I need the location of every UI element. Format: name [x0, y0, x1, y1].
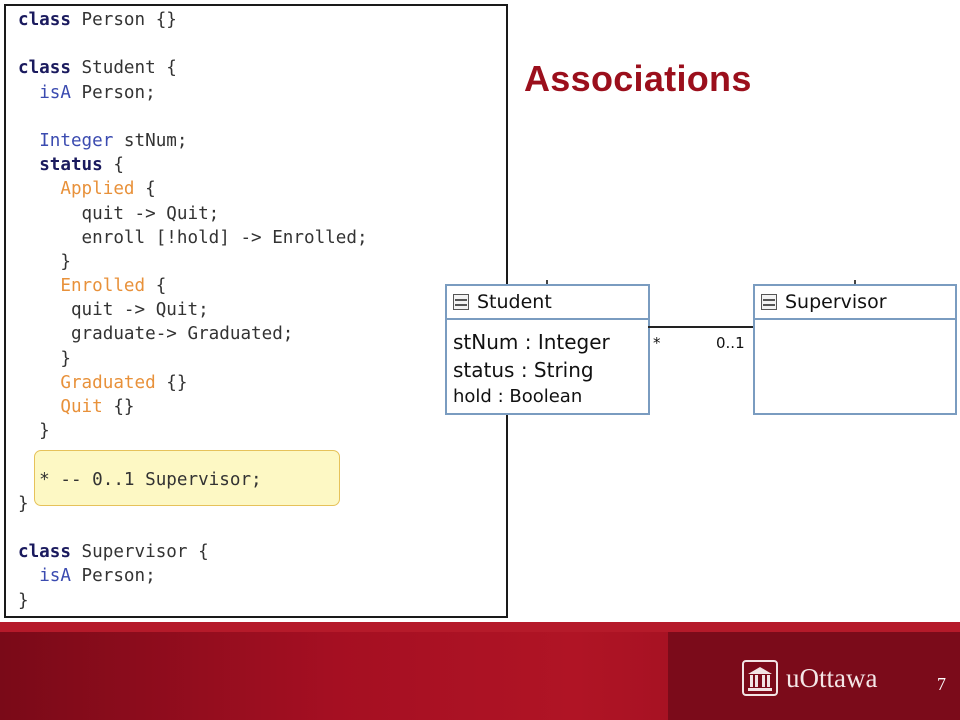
code-token: Student {	[70, 58, 177, 79]
code-token	[18, 131, 39, 151]
uml-class-student[interactable]: Student stNum : Integer status : String …	[445, 284, 650, 415]
code-token: Person {}	[70, 10, 177, 30]
code-line: class Person {}	[18, 8, 368, 32]
code-token: }	[18, 421, 50, 442]
code-token: stNum;	[113, 130, 188, 151]
class-icon	[761, 294, 777, 310]
footer-stripe	[0, 622, 960, 632]
code-line: * -- 0..1 Supervisor;	[18, 468, 368, 492]
code-token: isA	[39, 82, 71, 103]
university-building-icon	[742, 660, 778, 696]
code-panel: class Person {}class Student { isA Perso…	[4, 4, 508, 618]
multiplicity-supervisor-end: 0..1	[716, 334, 745, 352]
code-token: Graduated	[60, 372, 156, 393]
tick-mark	[854, 280, 856, 286]
code-line: isA Person;	[18, 564, 368, 588]
code-line: quit -> Quit;	[18, 298, 368, 322]
logo-text: uOttawa	[786, 662, 878, 693]
code-token: isA	[39, 566, 71, 587]
code-token: {	[102, 155, 124, 176]
code-line: }	[18, 250, 368, 274]
slide-title: Associations	[524, 58, 752, 99]
code-token: }	[18, 348, 71, 369]
code-line: Applied {	[18, 177, 368, 201]
code-token: * -- 0..1 Supervisor;	[18, 469, 262, 490]
code-line	[18, 32, 368, 56]
code-token: {	[134, 179, 156, 200]
code-line: isA Person;	[18, 81, 368, 105]
code-token	[18, 566, 39, 586]
code-line: }	[18, 589, 368, 613]
tick-mark	[546, 280, 548, 286]
uml-class-supervisor[interactable]: Supervisor	[753, 284, 957, 415]
code-line	[18, 516, 368, 540]
code-token	[18, 373, 60, 393]
code-line: }	[18, 419, 368, 443]
code-token: Applied	[60, 179, 135, 200]
uml-class-header: Student	[447, 286, 648, 320]
code-token: quit -> Quit;	[18, 300, 209, 321]
code-line	[18, 105, 368, 129]
code-line: class Student {	[18, 56, 368, 80]
page-number: 7	[937, 674, 946, 694]
code-token: {	[145, 276, 167, 297]
code-line: status {	[18, 153, 368, 177]
code-token: Supervisor {	[70, 542, 209, 563]
code-token: class	[18, 10, 71, 30]
code-token: enroll [!hold] -> Enrolled;	[18, 227, 368, 248]
code-line: quit -> Quit;	[18, 202, 368, 226]
code-token: Person;	[70, 82, 156, 103]
attribute-list: stNum : Integer status : String hold : B…	[447, 320, 648, 410]
code-token	[18, 397, 60, 417]
code-token: class	[18, 58, 71, 79]
code-token: quit -> Quit;	[18, 203, 220, 224]
code-token	[18, 155, 39, 175]
code-token: Person;	[70, 566, 156, 587]
code-token: }	[18, 590, 29, 611]
code-line: }	[18, 492, 368, 516]
code-line: Graduated {}	[18, 371, 368, 395]
multiplicity-student-end: *	[653, 334, 661, 352]
code-token: Quit	[60, 397, 103, 417]
code-line: Quit {}	[18, 395, 368, 419]
attribute: stNum : Integer	[453, 330, 610, 354]
code-token	[18, 83, 39, 103]
footer-logo-area	[668, 632, 960, 720]
attribute: status : String	[453, 358, 594, 382]
code-token	[18, 276, 60, 296]
class-icon	[453, 294, 469, 310]
attribute: hold : Boolean	[453, 386, 583, 407]
footer-bar	[0, 622, 960, 720]
code-token: status	[39, 155, 103, 176]
code-line: enroll [!hold] -> Enrolled;	[18, 226, 368, 250]
university-logo: uOttawa	[742, 660, 877, 696]
code-token: {}	[102, 397, 135, 417]
code-token: graduate-> Graduated;	[18, 324, 294, 345]
code-line: Integer stNum;	[18, 129, 368, 153]
code-line: }	[18, 347, 368, 371]
code-line	[18, 443, 368, 467]
code-token	[18, 179, 60, 199]
code-token: class	[18, 542, 71, 563]
code-line: class Supervisor {	[18, 540, 368, 564]
code-token: Enrolled	[60, 276, 146, 297]
code-line: graduate-> Graduated;	[18, 322, 368, 346]
uml-class-header: Supervisor	[755, 286, 955, 320]
code-token: Integer	[39, 130, 114, 151]
code-line: Enrolled {	[18, 274, 368, 298]
code-token: {}	[155, 372, 188, 393]
umple-code: class Person {}class Student { isA Perso…	[18, 8, 368, 613]
association-line[interactable]	[648, 326, 754, 328]
code-token: }	[18, 251, 71, 272]
code-token: }	[18, 493, 29, 514]
association-highlight	[34, 450, 340, 506]
class-name: Supervisor	[785, 291, 887, 313]
class-name: Student	[477, 291, 552, 313]
